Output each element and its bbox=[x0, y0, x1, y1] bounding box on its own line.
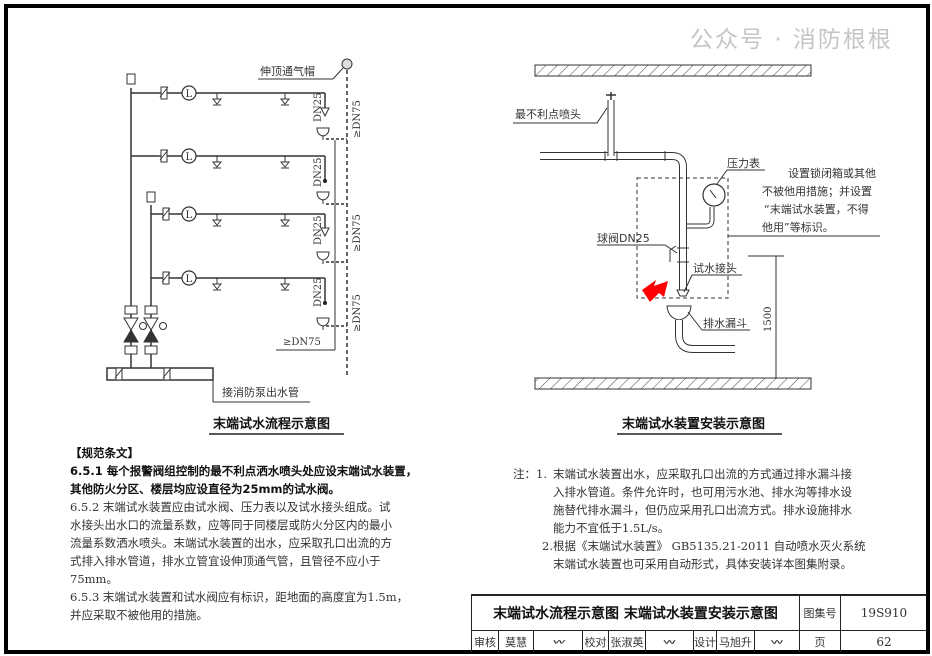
flow-indicators: L L L L bbox=[181, 85, 197, 286]
clause-line: 其他防火分区、楼层均应设直径为25mm的试水阀。 bbox=[70, 482, 340, 496]
clause-line: 式排入排水管道，排水立管宜设伸顶通气管，且管径不应小于 bbox=[70, 554, 381, 568]
drain-funnel-icon bbox=[666, 305, 692, 321]
height-dimension: 1500 bbox=[763, 307, 774, 332]
flow-indicator-symbol: L bbox=[186, 152, 193, 163]
gauge-label: 压力表 bbox=[727, 156, 760, 170]
note-line: 末端试水装置也可采用自动形式，具体安装详本图集附录。 bbox=[553, 557, 852, 571]
review-label: 审核 bbox=[472, 631, 499, 652]
install-diagram-title: 末端试水装置安装示意图 bbox=[621, 416, 765, 432]
branch-4 bbox=[151, 277, 326, 302]
page-label: 页 bbox=[800, 631, 841, 652]
box-note-line: 不被他用措施；并设置 bbox=[762, 184, 872, 198]
box-note-line: 设置锁闭箱或其他 bbox=[788, 166, 876, 180]
air-vent-icon bbox=[146, 191, 156, 203]
clause-line: 流量系数洒水喷头。末端试水装置的出水，应采取孔口出流的方 bbox=[70, 536, 392, 550]
box-note-line: “末端试水装置，不得 bbox=[764, 202, 869, 216]
test-connector-label: 试水接头 bbox=[693, 262, 737, 275]
atlas-no-label: 图集号 bbox=[800, 596, 841, 631]
note-2-number: 2. bbox=[542, 539, 553, 553]
watermark: 公众号 · 消防根根 bbox=[690, 27, 893, 53]
reviewer-name: 莫慧 bbox=[499, 631, 534, 652]
checker-signature: 〰 bbox=[646, 631, 694, 652]
note-line: 入排水管道。条件允许时，也可用污水池、排水沟等排水设 bbox=[553, 485, 852, 499]
ball-valve-label: 球阀DN25 bbox=[597, 231, 650, 245]
page-number: 62 bbox=[876, 634, 892, 649]
pump-header bbox=[106, 367, 214, 381]
dn25-label: DN25 bbox=[313, 158, 324, 188]
highlight-arrow-icon bbox=[642, 280, 668, 302]
floor-slab bbox=[534, 377, 812, 390]
drain-funnel-label: 排水漏斗 bbox=[703, 316, 747, 330]
dn75-label: ≥DN75 bbox=[352, 214, 363, 252]
clause-line: 水接头出水口的流量系数，应等同于同楼层或防火分区内的最小 bbox=[70, 518, 392, 532]
branch-3 bbox=[151, 213, 326, 228]
design-label: 设计 bbox=[694, 631, 717, 652]
note-line: 末端试水装置出水，应采取孔口出流的方式通过排水漏斗接 bbox=[553, 467, 852, 481]
vent-cap-label: 伸顶通气帽 bbox=[260, 64, 315, 78]
check-label: 校对 bbox=[583, 631, 609, 652]
flow-indicator-symbol: L bbox=[186, 210, 193, 221]
clauses-heading: 【规范条文】 bbox=[70, 446, 139, 460]
drain-header-label: ≥DN75 bbox=[283, 337, 321, 348]
box-note-line: 他用”等标识。 bbox=[762, 220, 834, 234]
notes-prefix: 注：1. bbox=[513, 467, 547, 481]
reviewer-signature: 〰 bbox=[534, 631, 583, 652]
sprinkler-label: 最不利点喷头 bbox=[515, 108, 581, 121]
designer-name: 马旭升 bbox=[717, 631, 755, 652]
drawing-title: 末端试水流程示意图 末端试水装置安装示意图 bbox=[472, 596, 800, 631]
clause-line: 6.5.1 每个报警阀组控制的最不利点洒水喷头处应设末端试水装置， bbox=[70, 464, 418, 478]
drawing-frame bbox=[4, 4, 930, 654]
branch-1 bbox=[131, 92, 326, 108]
atlas-no: 19S910 bbox=[841, 596, 927, 631]
dn75-label: ≥DN75 bbox=[352, 100, 363, 138]
pump-outlet-label: 接消防泵出水管 bbox=[222, 385, 299, 399]
install-diagram bbox=[513, 64, 880, 390]
checker-name: 张淑英 bbox=[609, 631, 646, 652]
air-vent-icon bbox=[126, 73, 136, 85]
note-line: 施替代排水漏斗，但仍应采用孔口出流方式。排水设施排水 bbox=[553, 503, 852, 517]
dn25-label: DN25 bbox=[313, 216, 324, 246]
flow-diagram-title: 末端试水流程示意图 bbox=[212, 416, 330, 432]
clause-line: 6.5.3 末端试水装置和试水阀应有标识，距地面的高度宜为1.5m， bbox=[70, 590, 409, 604]
designer-signature: 〰 bbox=[755, 631, 800, 652]
flow-indicator-symbol: L bbox=[186, 274, 193, 285]
dn75-label: ≥DN75 bbox=[352, 294, 363, 332]
dn25-label: DN25 bbox=[313, 93, 324, 123]
vent-cap-icon bbox=[341, 58, 353, 70]
dn25-label: DN25 bbox=[313, 278, 324, 308]
ceiling-slab bbox=[534, 64, 812, 77]
clause-line: 6.5.2 末端试水装置应由试水阀、压力表以及试水接头组成。试 bbox=[70, 500, 391, 514]
note-line: 根据《末端试水装置》 GB5135.21-2011 自动喷水灭火系统 bbox=[553, 539, 866, 553]
clause-line: 75mm。 bbox=[70, 572, 118, 586]
note-line: 能力不宜低于1.5L/s。 bbox=[553, 521, 670, 535]
clause-line: 并应采取不被他用的措施。 bbox=[70, 608, 208, 622]
notes: 注：1. 末端试水装置出水，应采取孔口出流的方式通过排水漏斗接 入排水管道。条件… bbox=[513, 465, 866, 573]
title-block: 末端试水流程示意图 末端试水装置安装示意图 图集号 19S910 审核 莫慧 〰… bbox=[471, 594, 927, 652]
lockable-box bbox=[636, 177, 729, 299]
flow-indicator-symbol: L bbox=[186, 89, 193, 100]
code-clauses: 【规范条文】 6.5.1 每个报警阀组控制的最不利点洒水喷头处应设末端试水装置，… bbox=[70, 444, 417, 624]
